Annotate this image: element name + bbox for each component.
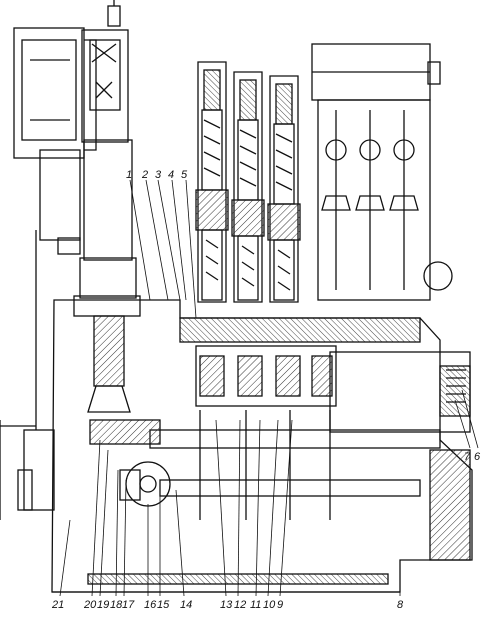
callout-15: 15: [157, 599, 170, 611]
callout-19: 19: [97, 599, 109, 611]
callout-11: 11: [250, 599, 261, 611]
callouts-top: 1 2 3 4 5: [126, 169, 188, 181]
callout-3: 3: [155, 169, 162, 181]
pump-cylinder-1: [195, 61, 229, 303]
crankshaft: [149, 410, 441, 520]
callout-2: 2: [141, 169, 148, 181]
callout-12: 12: [234, 599, 246, 611]
callout-5: 5: [181, 169, 188, 181]
callout-4: 4: [168, 169, 174, 181]
callout-10: 10: [263, 599, 276, 611]
reducer-gear: [89, 419, 171, 507]
valve-block: [311, 43, 453, 301]
callout-14: 14: [180, 599, 192, 611]
callout-6: 6: [474, 451, 481, 463]
callout-8: 8: [397, 599, 404, 611]
plunger-assembly: [329, 351, 471, 561]
callouts-right: 7 6: [464, 451, 481, 463]
callout-9: 9: [277, 599, 283, 611]
leader-lines: [59, 179, 479, 597]
callout-7: 7: [464, 451, 471, 463]
pump-cylinder-2: [231, 71, 265, 303]
callout-20: 20: [83, 599, 97, 611]
callout-21: 21: [51, 599, 64, 611]
motor-housing: [13, 27, 97, 255]
pump-cylinder-3: [267, 75, 301, 303]
callout-1: 1: [126, 169, 132, 181]
crankcase: [51, 299, 473, 593]
callout-17: 17: [122, 599, 135, 611]
switch-box: [81, 0, 129, 143]
callout-16: 16: [144, 599, 157, 611]
callouts-bottom: 21 20 19 18 17 16 15 14 13 12 11 10 9 8: [51, 599, 404, 611]
oil-pump: [0, 230, 55, 520]
callout-13: 13: [220, 599, 233, 611]
vertical-column: [73, 139, 141, 413]
callout-18: 18: [110, 599, 123, 611]
